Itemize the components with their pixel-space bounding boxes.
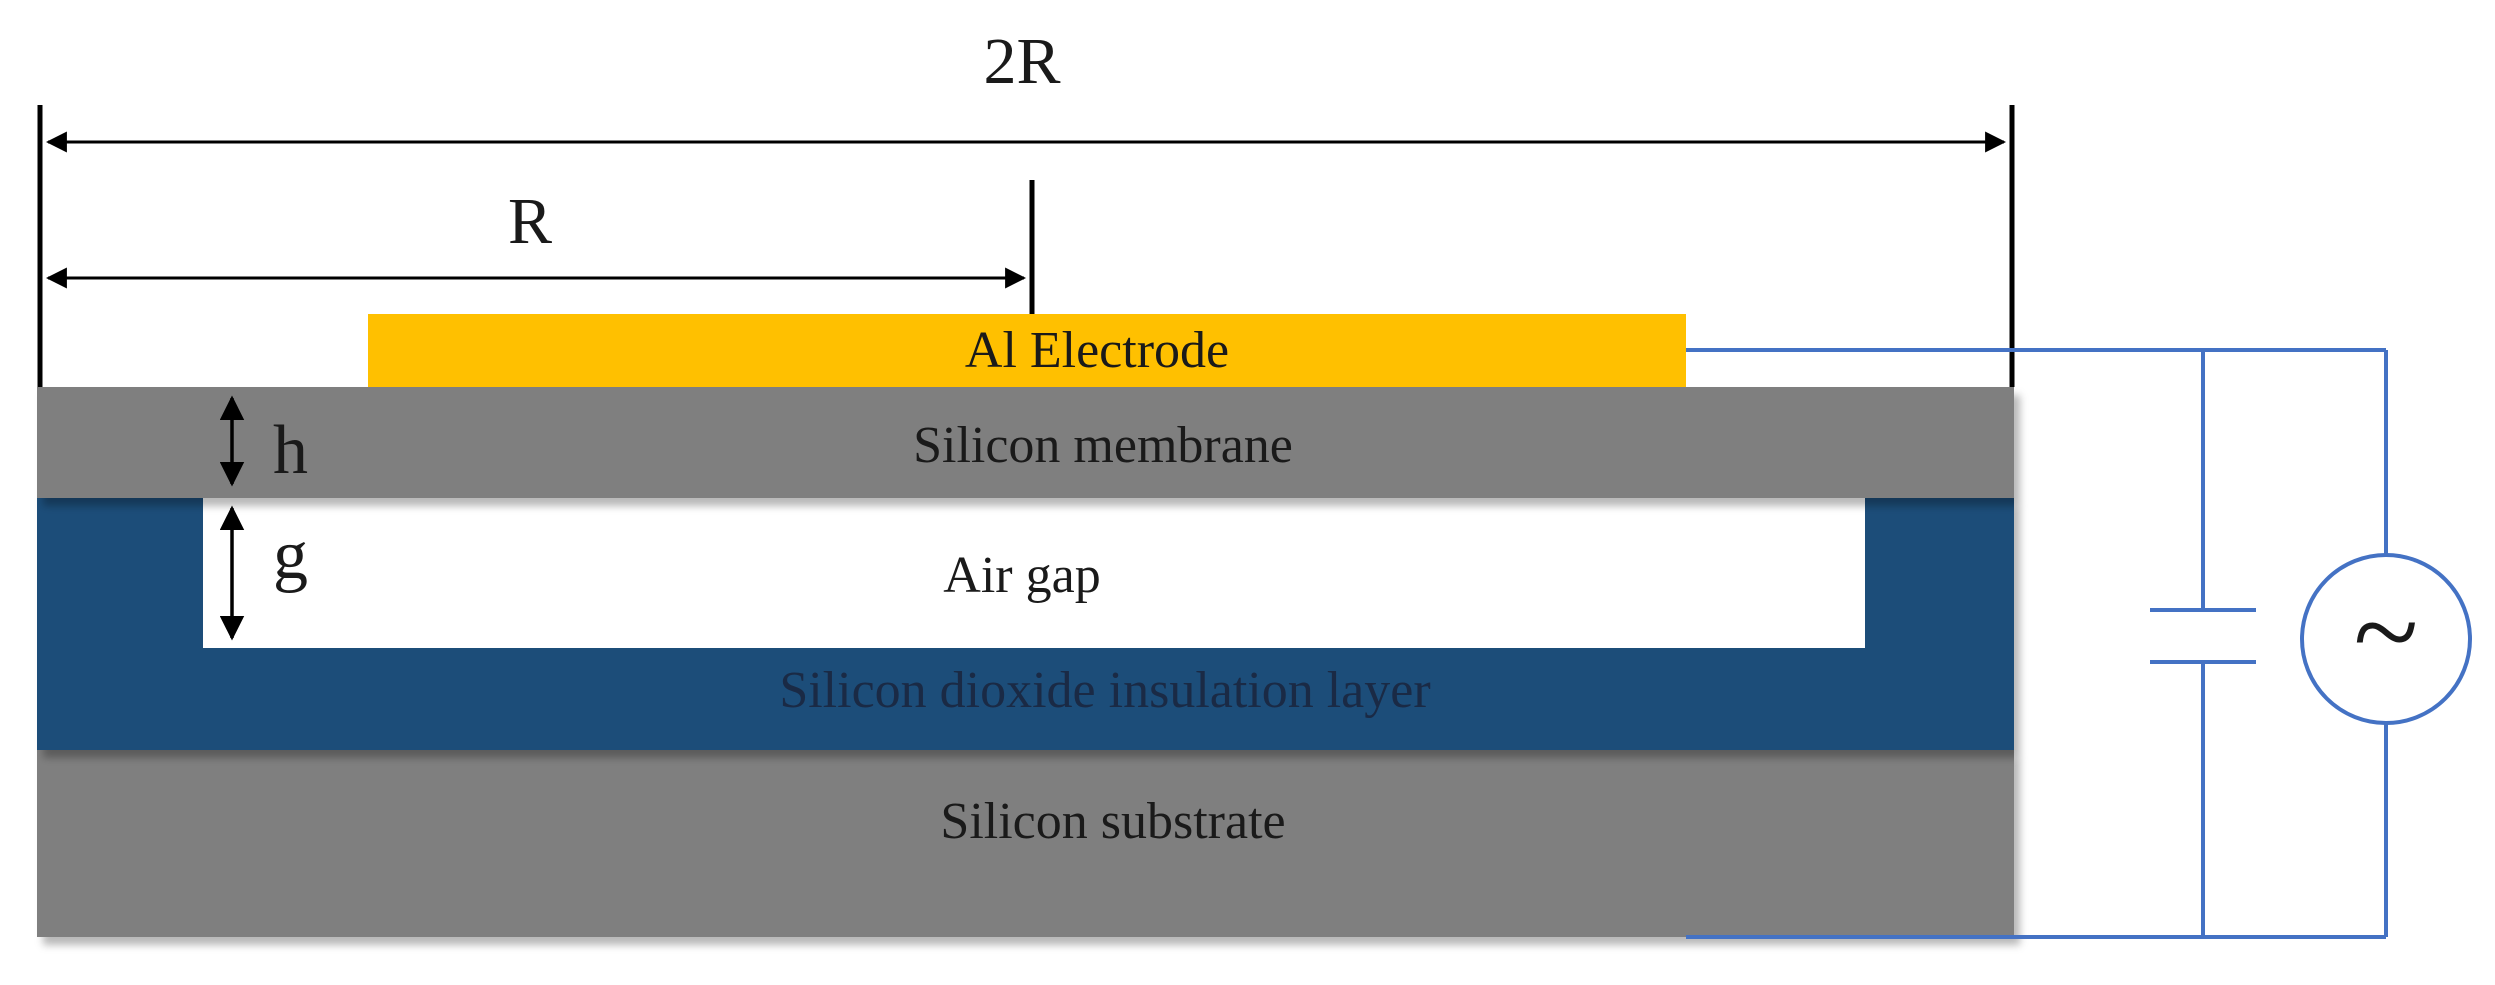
silicon-membrane-layer [37, 387, 2014, 498]
insulation-label: Silicon dioxide insulation layer [779, 662, 1430, 719]
air-gap-cavity [203, 498, 1865, 648]
full-width-label: 2R [983, 25, 1060, 98]
al-electrode [368, 314, 1686, 387]
gap-height-label: g [273, 517, 308, 594]
ac-source-icon [2300, 553, 2472, 725]
electrode-label: Al Electrode [965, 322, 1229, 379]
circuit-wiring [1686, 348, 2388, 939]
membrane-label: Silicon membrane [913, 417, 1293, 474]
ac-source-symbol: ~ [2354, 565, 2419, 698]
membrane-thickness-label: h [273, 412, 308, 489]
substrate-label: Silicon substrate [940, 793, 1285, 850]
silicon-substrate-layer [37, 750, 2014, 937]
air-gap-label: Air gap [943, 547, 1100, 604]
radius-label: R [508, 185, 552, 258]
